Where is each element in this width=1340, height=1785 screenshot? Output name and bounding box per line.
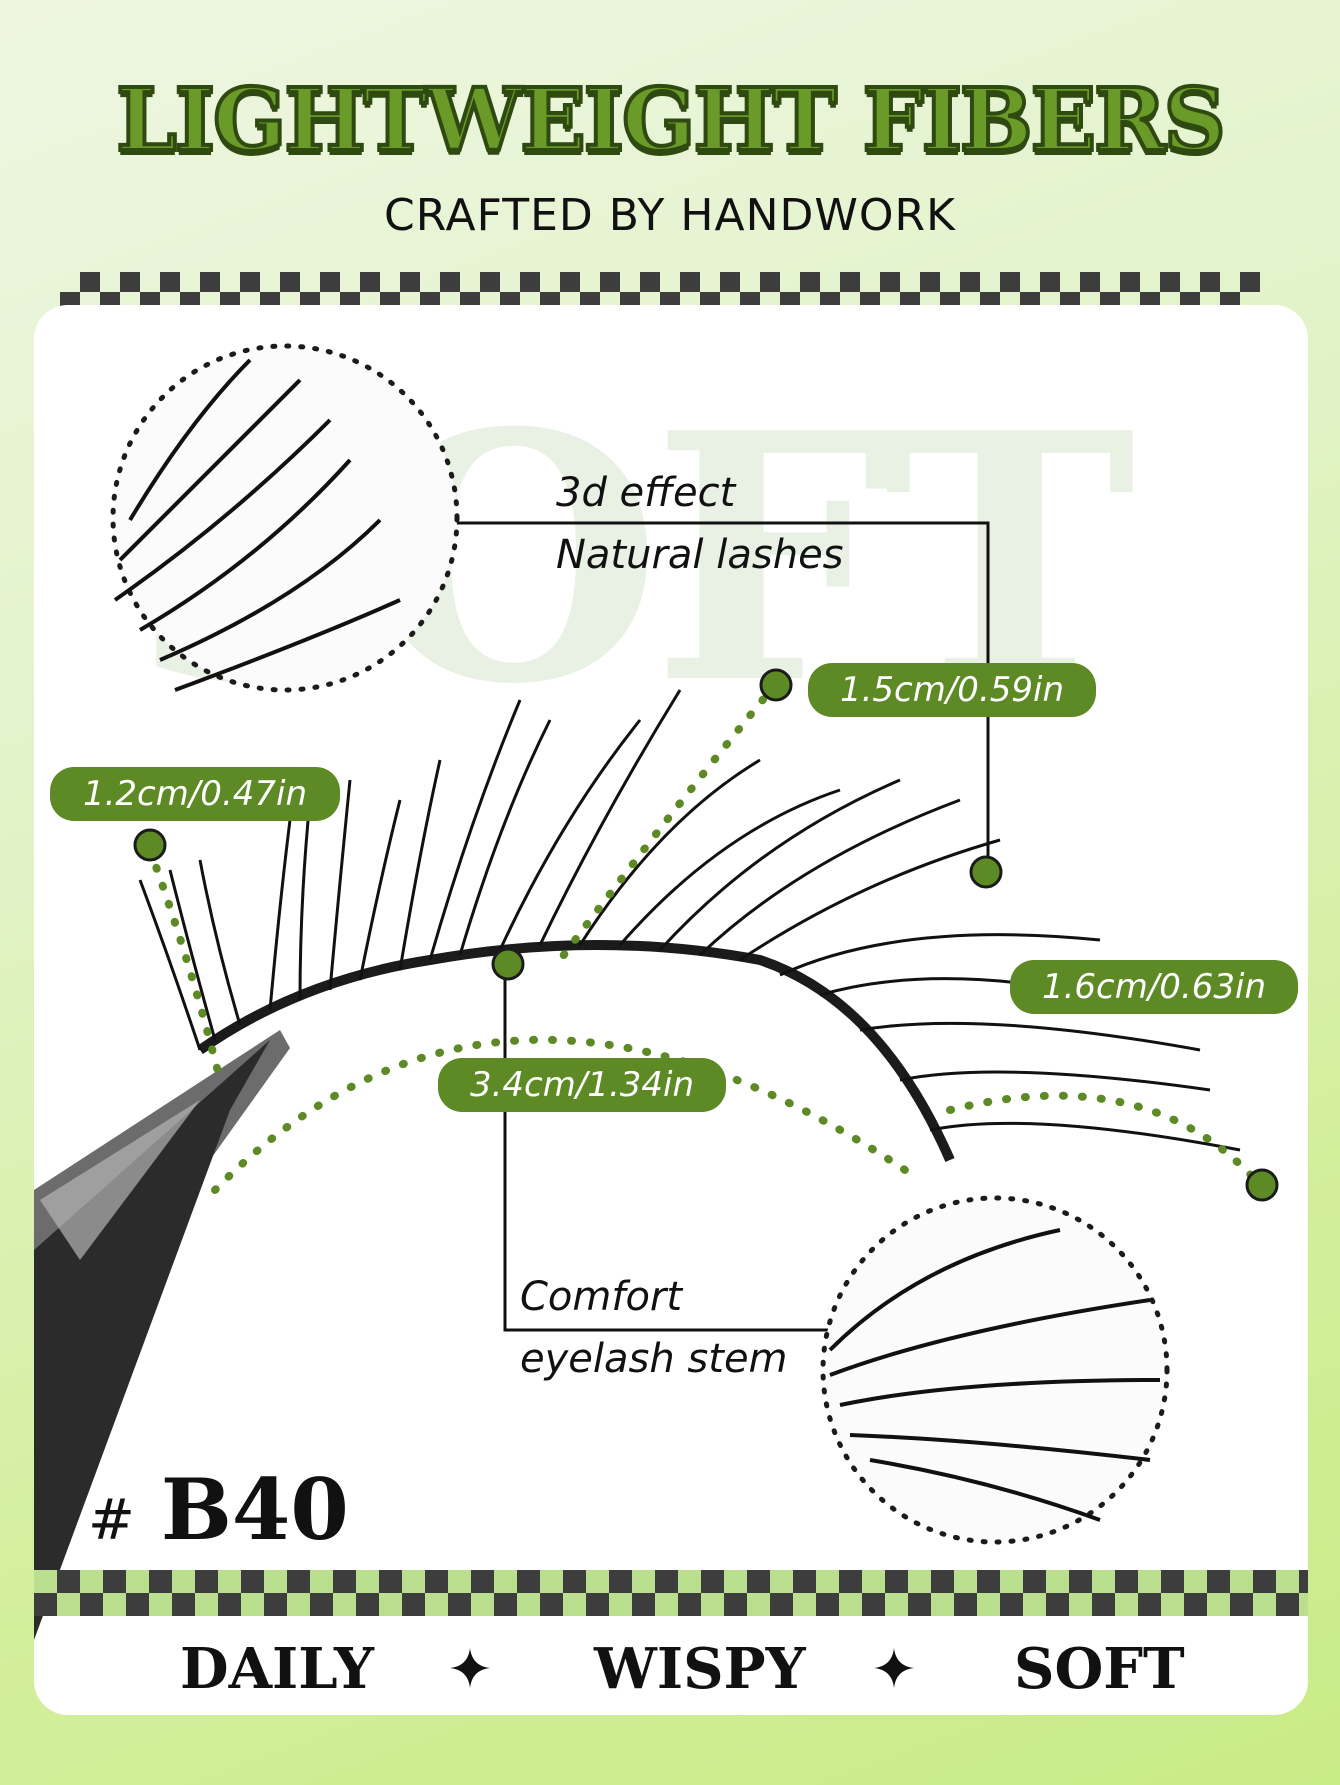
checker-border-bottom xyxy=(34,1570,1308,1616)
product-code: # B40 xyxy=(88,1460,349,1559)
endpoint-markers xyxy=(133,668,1279,1202)
marker-right-top xyxy=(969,855,1003,889)
marker-left xyxy=(133,828,167,862)
sparkle-icon xyxy=(874,1648,914,1688)
note-3d-effect: 3d effect Natural lashes xyxy=(556,462,844,586)
sparkle-icon xyxy=(450,1648,490,1688)
lash-band xyxy=(197,940,955,1163)
note-comfort-stem: Comfort eyelash stem xyxy=(520,1266,788,1390)
tag-wispy: WISPY xyxy=(594,1636,806,1702)
leader-lines xyxy=(455,521,990,1332)
feature-tags: DAILY WISPY SOFT xyxy=(34,1630,1308,1710)
measurement-dots xyxy=(146,681,1264,1194)
page-subtitle: CRAFTED BY HANDWORK xyxy=(384,190,956,241)
tag-daily: DAILY xyxy=(180,1636,374,1702)
product-code-hash: # xyxy=(88,1488,135,1553)
product-code-value: B40 xyxy=(160,1460,349,1559)
page-title: LIGHTWEIGHT FIBERS xyxy=(114,68,1228,173)
marker-right-end xyxy=(1245,1168,1279,1202)
tag-soft: SOFT xyxy=(1014,1636,1185,1702)
measure-middle-label: 1.5cm/0.59in xyxy=(808,663,1096,717)
marker-middle xyxy=(759,668,793,702)
measure-width-label: 3.4cm/1.34in xyxy=(438,1058,726,1112)
lash-fibers xyxy=(138,689,1241,1152)
tweezers-image xyxy=(34,1030,290,1640)
zoom-circle-bottom xyxy=(820,1195,1170,1545)
zoom-circle-top xyxy=(110,343,460,693)
measure-left-label: 1.2cm/0.47in xyxy=(50,767,340,821)
marker-center xyxy=(491,947,525,981)
measure-right-label: 1.6cm/0.63in xyxy=(1010,960,1298,1014)
note-3d-line2: Natural lashes xyxy=(556,532,844,578)
note-comfort-line1: Comfort xyxy=(520,1274,683,1320)
note-comfort-line2: eyelash stem xyxy=(520,1336,788,1382)
note-3d-line1: 3d effect xyxy=(556,470,736,516)
